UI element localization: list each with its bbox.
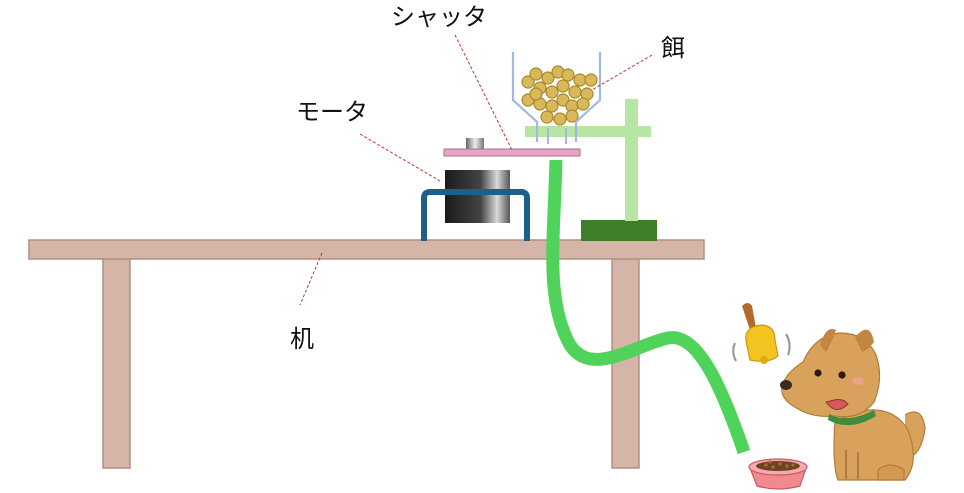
desk (28, 239, 705, 469)
motor-leader (359, 133, 441, 182)
desk-leg-right (611, 257, 640, 469)
stand-base (581, 220, 657, 241)
motor-assembly (421, 138, 530, 241)
food-bowl-icon (748, 458, 808, 490)
desk-top (28, 239, 705, 260)
desk-label: 机 (290, 325, 314, 353)
feed-label: 餌 (661, 34, 685, 62)
motor-label: モータ (296, 98, 368, 126)
desk-leader (299, 252, 323, 306)
feed-pellets (521, 65, 598, 126)
leader-lines (299, 34, 653, 306)
stand-pole (625, 99, 638, 221)
feed-leader (591, 54, 653, 91)
hopper-spout (547, 128, 567, 144)
feed-hose (546, 159, 751, 455)
motor-shaft (466, 138, 484, 151)
hopper-stand (525, 99, 657, 241)
feed-hopper (511, 52, 602, 144)
motor-frame (421, 189, 530, 241)
dog-icon (780, 329, 926, 481)
desk-leg-left (102, 257, 131, 469)
shutter-leader (454, 34, 513, 151)
hopper-outline (511, 52, 602, 142)
stand-arm (525, 126, 651, 137)
shutter-label: シャッタ (391, 3, 487, 31)
shutter-plate (443, 148, 581, 157)
motor-body (445, 170, 510, 223)
bell-icon (732, 303, 791, 364)
